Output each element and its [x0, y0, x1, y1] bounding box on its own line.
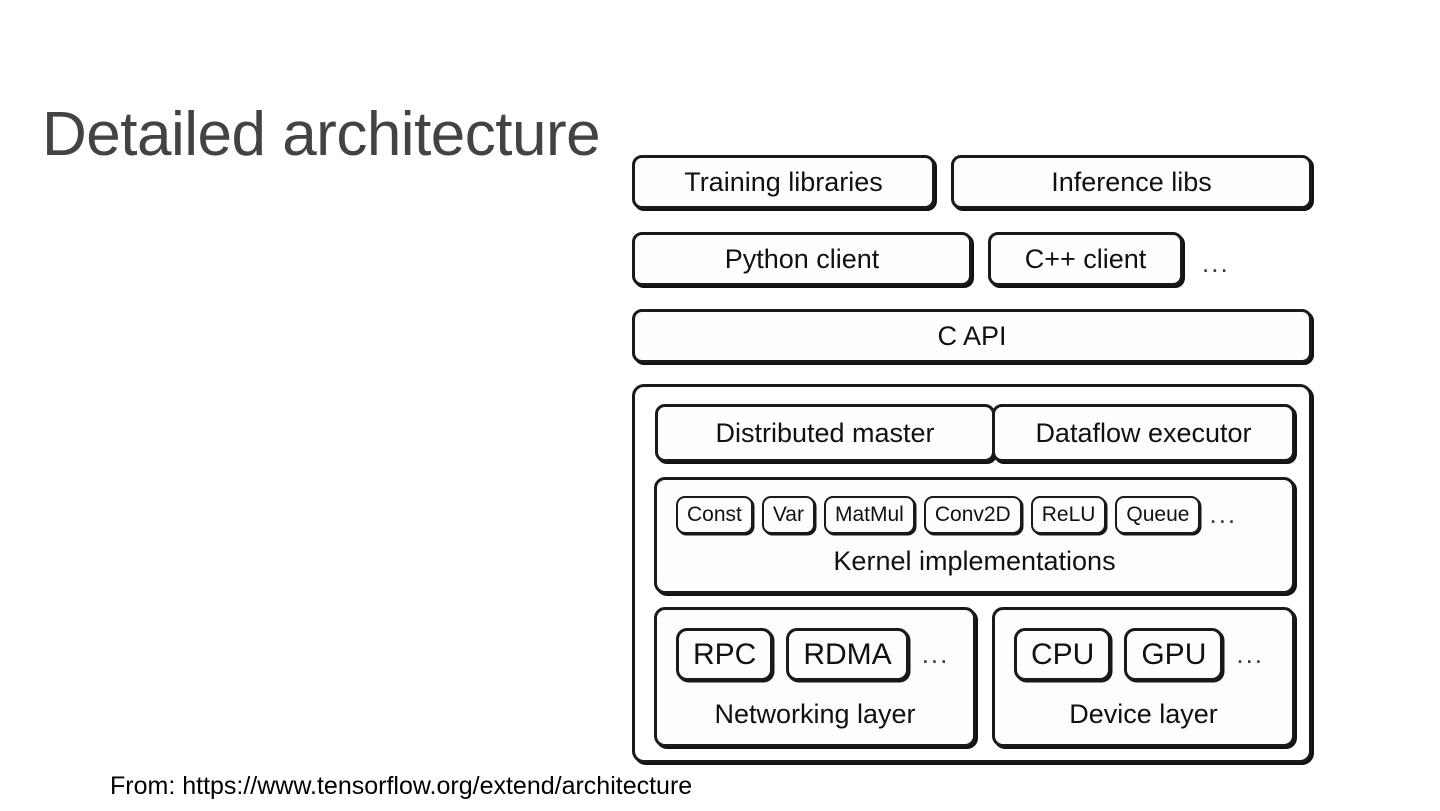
box-python-client[interactable]: Python client: [632, 232, 972, 286]
page-title: Detailed architecture: [42, 99, 601, 169]
box-python-client-label: Python client: [724, 243, 880, 274]
networking-chip-ellipsis: ...: [921, 638, 950, 669]
kernel-chip-ellipsis: ...: [1209, 499, 1238, 530]
source-note: From: https://www.tensorflow.org/extend/…: [110, 772, 693, 800]
group-networking-label: Networking layer: [714, 699, 916, 729]
architecture-diagram: Training libraries Inference libs Python…: [632, 155, 1312, 763]
kernel-chip-queue[interactable]: Queue: [1115, 496, 1201, 534]
box-distributed-master-label: Distributed master: [715, 417, 935, 448]
device-chip-cpu[interactable]: CPU: [1014, 628, 1112, 681]
box-dataflow-executor[interactable]: Dataflow executor: [992, 404, 1295, 462]
box-cpp-client-label: C++ client: [1024, 243, 1147, 274]
box-distributed-master[interactable]: Distributed master: [655, 404, 995, 462]
box-dataflow-executor-label: Dataflow executor: [1035, 417, 1252, 448]
group-device-label: Device layer: [1069, 699, 1218, 729]
box-inference-libs[interactable]: Inference libs: [951, 155, 1312, 209]
core-runtime-container: Distributed master Dataflow executor Con…: [632, 384, 1312, 763]
kernel-chip-relu[interactable]: ReLU: [1030, 496, 1107, 534]
box-c-api[interactable]: C API: [632, 309, 1312, 363]
kernel-chip-matmul[interactable]: MatMul: [823, 496, 915, 534]
box-c-api-label: C API: [937, 320, 1007, 351]
networking-chip-rpc[interactable]: RPC: [676, 628, 774, 681]
box-training-libraries-label: Training libraries: [684, 166, 883, 197]
group-kernel-label: Kernel implementations: [833, 546, 1116, 576]
kernel-chip-conv2d[interactable]: Conv2D: [923, 496, 1022, 534]
box-training-libraries[interactable]: Training libraries: [632, 155, 935, 209]
device-chip-ellipsis: ...: [1236, 638, 1265, 669]
kernel-chip-const[interactable]: Const: [676, 496, 753, 534]
kernel-chip-var[interactable]: Var: [761, 496, 815, 534]
device-chip-gpu[interactable]: GPU: [1124, 628, 1224, 681]
box-inference-libs-label: Inference libs: [1051, 166, 1212, 197]
networking-chip-rdma[interactable]: RDMA: [786, 628, 909, 681]
ellipsis-clients: ...: [1202, 248, 1230, 278]
box-cpp-client[interactable]: C++ client: [988, 232, 1183, 286]
